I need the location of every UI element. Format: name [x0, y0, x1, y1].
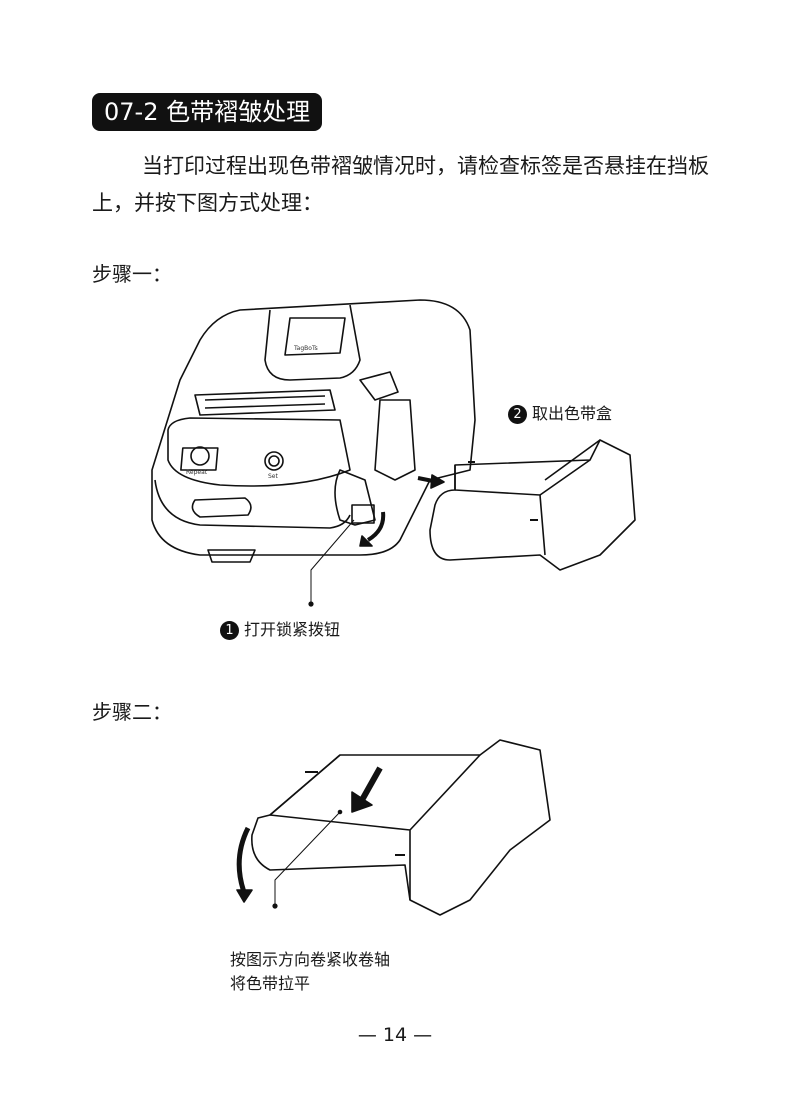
page-number: — 14 —: [357, 1024, 433, 1046]
ribbon-cassette-illustration: [429, 439, 636, 571]
step2-heading: 步骤二：: [92, 700, 172, 724]
ribbon-cassette-large-illustration: [236, 739, 551, 916]
paragraph-text: 当打印过程出现色带褶皱情况时，请检查标签是否悬挂在挡板上，并按下图方式处理：: [92, 154, 709, 215]
callout-text-line1: 按图示方向卷紧收卷轴: [230, 950, 391, 969]
repeat-button-label: Repeat: [186, 469, 208, 476]
step-number-badge: 2: [508, 405, 527, 424]
step1-heading: 步骤一：: [92, 262, 172, 286]
callout-text: 打开锁紧拨钮: [244, 620, 341, 639]
section-title: 07-2 色带褶皱处理: [92, 93, 323, 131]
printer-illustration: TagBoTs Repeat Set: [151, 299, 476, 607]
instruction-paragraph: 当打印过程出现色带褶皱情况时，请检查标签是否悬挂在挡板上，并按下图方式处理：: [92, 148, 712, 222]
step-number-badge: 1: [220, 621, 239, 640]
callout-text: 取出色带盒: [532, 404, 613, 423]
printer-logo: TagBoTs: [293, 345, 318, 352]
set-button-label: Set: [268, 473, 279, 480]
callout-remove-cassette: 2 取出色带盒: [508, 402, 612, 426]
callout-wind-spool: 按图示方向卷紧收卷轴将色带拉平: [230, 948, 390, 996]
callout-text-line2: 将色带拉平: [230, 974, 311, 993]
callout-open-lock: 1 打开锁紧拨钮: [220, 618, 340, 642]
